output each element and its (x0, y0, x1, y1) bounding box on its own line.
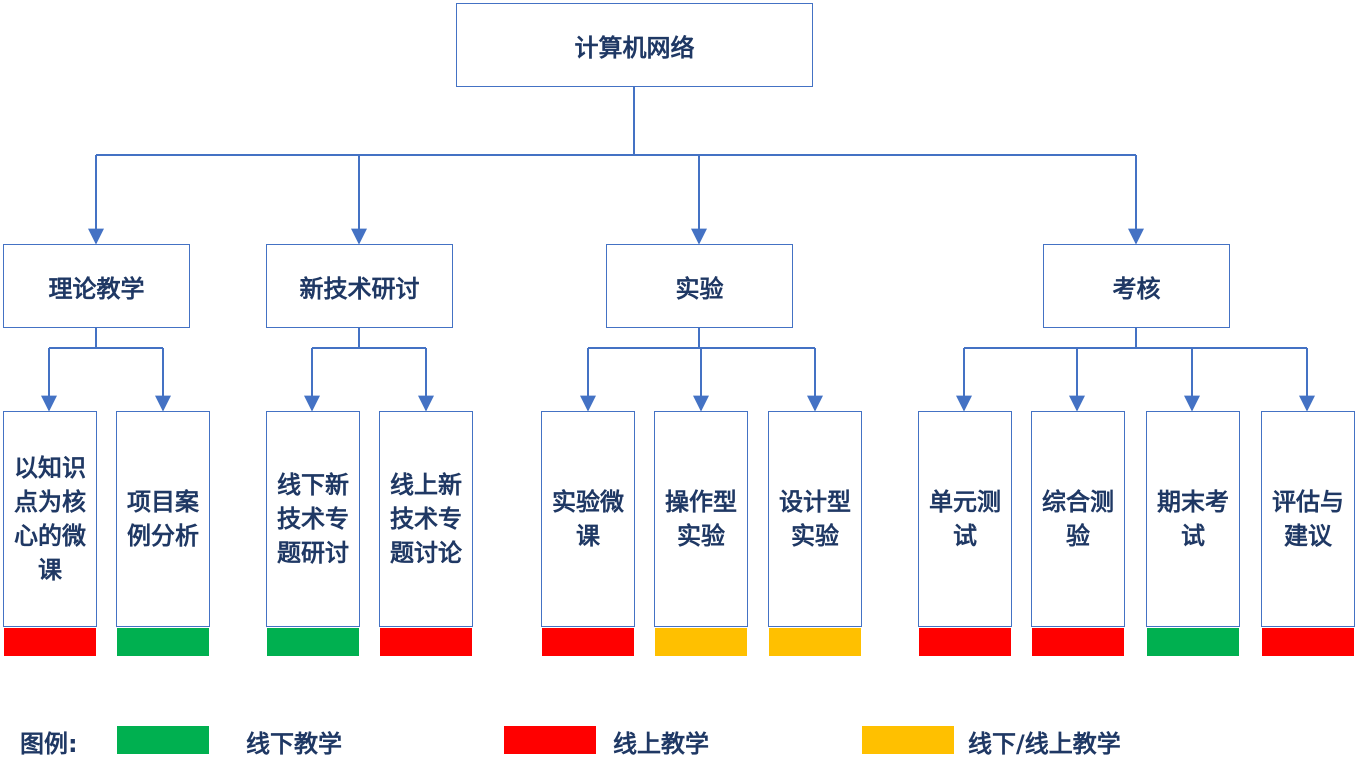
mode-bar-online (1261, 627, 1355, 657)
category-label: 考核 (1112, 274, 1161, 303)
leaf-label: 以知识点为核心的微课 (14, 454, 86, 584)
legend-swatch-blended (861, 725, 955, 755)
mode-bar-online (541, 627, 635, 657)
mode-bar-offline (1146, 627, 1240, 657)
mode-bar-blended (768, 627, 862, 657)
leaf-label: 操作型实验 (665, 488, 737, 550)
leaf-label: 期末考试 (1157, 488, 1229, 550)
leaf-label: 实验微课 (552, 488, 624, 550)
legend-label-online: 线上教学 (613, 730, 709, 758)
mode-bar-online (3, 627, 97, 657)
leaf-comprehensive-test: 综合测验 (1031, 411, 1125, 627)
category-experiment: 实验 (606, 244, 793, 328)
category-theory: 理论教学 (3, 244, 190, 328)
category-label: 新技术研讨 (299, 274, 420, 303)
mode-bar-online (379, 627, 473, 657)
mode-bar-offline (116, 627, 210, 657)
leaf-evaluation-suggestion: 评估与建议 (1261, 411, 1355, 627)
leaf-operational-lab: 操作型实验 (654, 411, 748, 627)
category-label: 理论教学 (48, 274, 145, 303)
leaf-label: 线上新技术专题讨论 (390, 471, 462, 567)
mode-bar-offline (266, 627, 360, 657)
legend-swatch-online (503, 725, 597, 755)
leaf-final-exam: 期末考试 (1146, 411, 1240, 627)
mode-bar-blended (654, 627, 748, 657)
category-assessment: 考核 (1043, 244, 1230, 328)
mode-bar-online (1031, 627, 1125, 657)
leaf-knowledge-microlecture: 以知识点为核心的微课 (3, 411, 97, 627)
leaf-project-case: 项目案例分析 (116, 411, 210, 627)
leaf-label: 设计型实验 (779, 488, 851, 550)
leaf-label: 单元测试 (929, 488, 1001, 550)
leaf-offline-seminar: 线下新技术专题研讨 (266, 411, 360, 627)
legend-swatch-offline (116, 725, 210, 755)
legend-label-offline: 线下教学 (246, 730, 342, 758)
leaf-label: 项目案例分析 (127, 488, 199, 550)
leaf-unit-test: 单元测试 (918, 411, 1012, 627)
leaf-design-lab: 设计型实验 (768, 411, 862, 627)
leaf-label: 评估与建议 (1272, 488, 1344, 550)
leaf-lab-microlecture: 实验微课 (541, 411, 635, 627)
leaf-online-seminar: 线上新技术专题讨论 (379, 411, 473, 627)
leaf-label: 综合测验 (1042, 488, 1114, 550)
category-label: 实验 (675, 274, 724, 303)
legend-label-blended: 线下/线上教学 (968, 730, 1121, 758)
category-new-tech: 新技术研讨 (266, 244, 453, 328)
legend-title: 图例: (20, 730, 78, 758)
root-label: 计算机网络 (574, 33, 695, 62)
root-node: 计算机网络 (456, 3, 813, 87)
leaf-label: 线下新技术专题研讨 (277, 471, 349, 567)
mode-bar-online (918, 627, 1012, 657)
